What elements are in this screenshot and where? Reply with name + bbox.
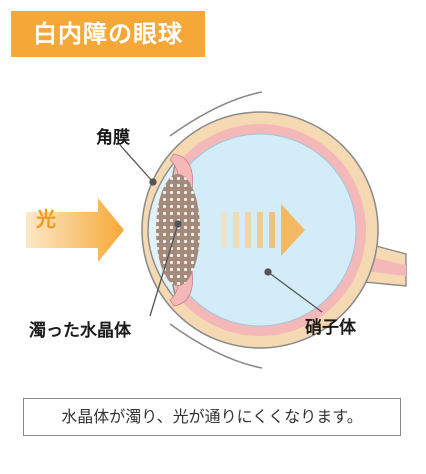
leader-dot-cornea — [149, 178, 157, 186]
lens-label: 濁った水晶体 — [29, 321, 131, 341]
leader-line-lens — [149, 223, 179, 317]
leader-dot-lens — [174, 220, 182, 228]
leader-lines — [119, 144, 323, 317]
leader-line-cornea — [119, 144, 154, 183]
title-banner: 白内障の眼球 — [11, 11, 205, 57]
light-arrow — [26, 198, 124, 262]
upper-eyelid — [169, 91, 263, 137]
cloudy-lens — [156, 174, 200, 286]
cornea-label: 角膜 — [96, 128, 130, 148]
caption-text: 水晶体が濁り、光が通りにくくなります。 — [61, 407, 363, 426]
lower-eyelid — [169, 323, 263, 369]
inner-light-arrow — [221, 204, 305, 256]
leader-line-vitreous — [267, 271, 323, 313]
vitreous-label: 硝子体 — [305, 318, 356, 338]
page-title: 白内障の眼球 — [33, 20, 183, 48]
leader-dot-vitreous — [264, 268, 272, 276]
caption-box: 水晶体が濁り、光が通りにくくなります。 — [23, 398, 401, 436]
light-label: 光 — [36, 207, 56, 231]
